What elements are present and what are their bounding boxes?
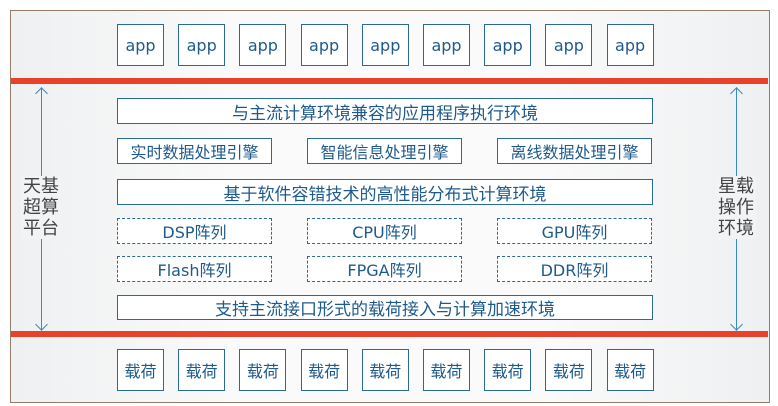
app-box: app (300, 24, 348, 66)
app-box: app (361, 24, 409, 66)
fault-tolerant-layer: 基于软件容错技术的高性能分布式计算环境 (117, 179, 653, 205)
diagram-frame (10, 10, 770, 403)
payload-box: 载荷 (239, 349, 287, 391)
app-box: app (423, 24, 470, 66)
app-box: app (117, 24, 164, 66)
payload-box: 载荷 (117, 349, 164, 391)
engine-intelligent: 智能信息处理引擎 (307, 138, 462, 164)
app-box: app (178, 24, 226, 66)
ddr-array: DDR阵列 (497, 256, 652, 282)
payload-box: 载荷 (545, 349, 593, 391)
app-box: app (606, 24, 654, 66)
payload-box: 载荷 (361, 349, 409, 391)
flash-array: Flash阵列 (117, 256, 272, 282)
interface-layer: 支持主流接口形式的载荷接入与计算加速环境 (117, 295, 653, 320)
app-box: app (239, 24, 287, 66)
cpu-array: CPU阵列 (307, 218, 462, 244)
payload-box: 载荷 (484, 349, 532, 391)
engine-offline: 离线数据处理引擎 (497, 138, 652, 164)
payload-box: 载荷 (178, 349, 226, 391)
app-box: app (545, 24, 593, 66)
right-label: 星载操作环境 (716, 176, 756, 239)
bottom-divider (11, 331, 768, 337)
app-box: app (484, 24, 532, 66)
payload-box: 载荷 (300, 349, 348, 391)
dsp-array: DSP阵列 (117, 218, 272, 244)
left-label: 天基超算平台 (21, 176, 61, 239)
payload-box: 载荷 (423, 349, 470, 391)
engine-realtime: 实时数据处理引擎 (117, 138, 272, 164)
gpu-array: GPU阵列 (497, 218, 652, 244)
top-divider (11, 78, 768, 84)
payload-box: 载荷 (606, 349, 654, 391)
fpga-array: FPGA阵列 (307, 256, 462, 282)
compat-env-layer: 与主流计算环境兼容的应用程序执行环境 (117, 98, 653, 124)
